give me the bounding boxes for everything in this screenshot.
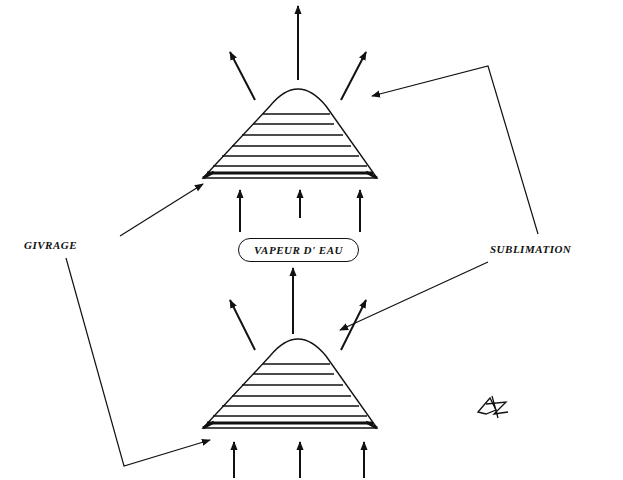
process-label: GIVRAGE	[22, 239, 79, 251]
leader-lines	[66, 66, 538, 466]
ice-stack	[203, 89, 377, 178]
process-label: SUBLIMATION	[488, 243, 573, 255]
vapour-box: VAPEUR D' EAU	[238, 238, 359, 262]
vapour-arrows	[230, 6, 366, 478]
signature-mark	[478, 396, 508, 418]
node-text: VAPEUR D' EAU	[254, 244, 343, 256]
ice-stack	[203, 339, 377, 428]
